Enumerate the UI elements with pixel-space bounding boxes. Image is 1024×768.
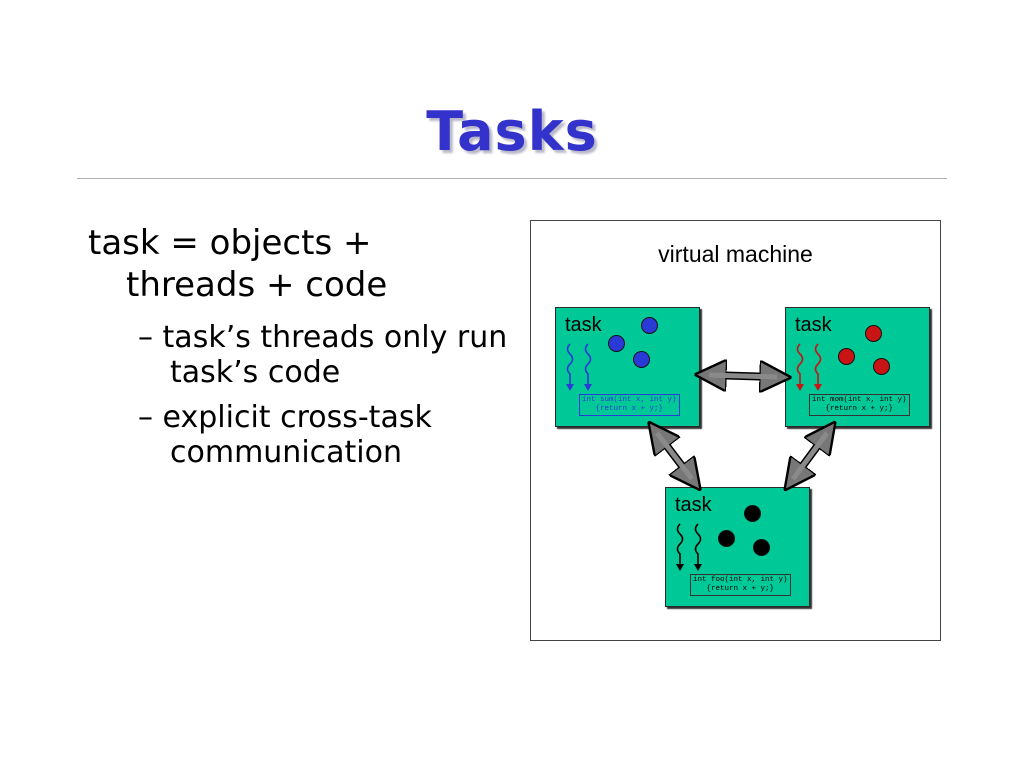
thread-squiggles-icon (566, 343, 592, 391)
object-dot (608, 335, 625, 352)
object-dot (865, 325, 882, 342)
task-box-black: task int foo(int x, int y) {return x + y… (665, 487, 810, 607)
virtual-machine-box: virtual machine task int sum(int x, int … (530, 220, 941, 641)
dash: – (138, 400, 153, 435)
code-line: int foo(int x, int y) (693, 576, 788, 584)
double-arrow-icon (657, 433, 692, 479)
virtual-machine-title: virtual machine (658, 241, 813, 267)
thread-squiggles-icon (796, 343, 822, 391)
sub-bullet-text: task’s threads only run task’s code (162, 320, 508, 390)
bullet-main: task = objects + threads + code (88, 223, 388, 305)
task-label: task (565, 314, 602, 336)
object-dot (873, 358, 890, 375)
code-box: int sum(int x, int y) {return x + y;} (579, 394, 680, 416)
object-dot (718, 530, 735, 547)
double-arrow-icon (709, 375, 777, 377)
code-line: {return x + y;} (595, 405, 664, 413)
code-line: int mom(int x, int y) (812, 396, 907, 404)
sub-bullet-threads: – task’s threads only run task’s code (138, 320, 508, 390)
code-line: {return x + y;} (825, 405, 894, 413)
code-line: int sum(int x, int y) (582, 396, 677, 404)
task-label: task (795, 314, 832, 336)
title-divider (77, 178, 947, 179)
code-box: int mom(int x, int y) {return x + y;} (809, 394, 910, 416)
task-box-blue: task int sum(int x, int y) {return x + y… (555, 307, 700, 427)
double-arrow-icon (793, 433, 827, 479)
communication-arrows (531, 221, 940, 640)
bullet-list: task = objects + threads + code – task’s… (88, 222, 508, 470)
task-label: task (675, 494, 712, 516)
object-dot (838, 348, 855, 365)
slide-title: Tasks (426, 100, 598, 163)
thread-squiggles-icon (676, 523, 702, 571)
sub-bullet-text: explicit cross-task communication (162, 400, 432, 470)
code-box: int foo(int x, int y) {return x + y;} (690, 574, 791, 596)
task-box-red: task int mom(int x, int y) {return x + y… (785, 307, 930, 427)
object-dot (633, 351, 650, 368)
sub-bullet-communication: – explicit cross-task communication (138, 400, 508, 470)
code-line: {return x + y;} (706, 585, 775, 593)
object-dot (744, 505, 761, 522)
dash: – (138, 320, 153, 355)
object-dot (753, 539, 770, 556)
object-dot (641, 317, 658, 334)
